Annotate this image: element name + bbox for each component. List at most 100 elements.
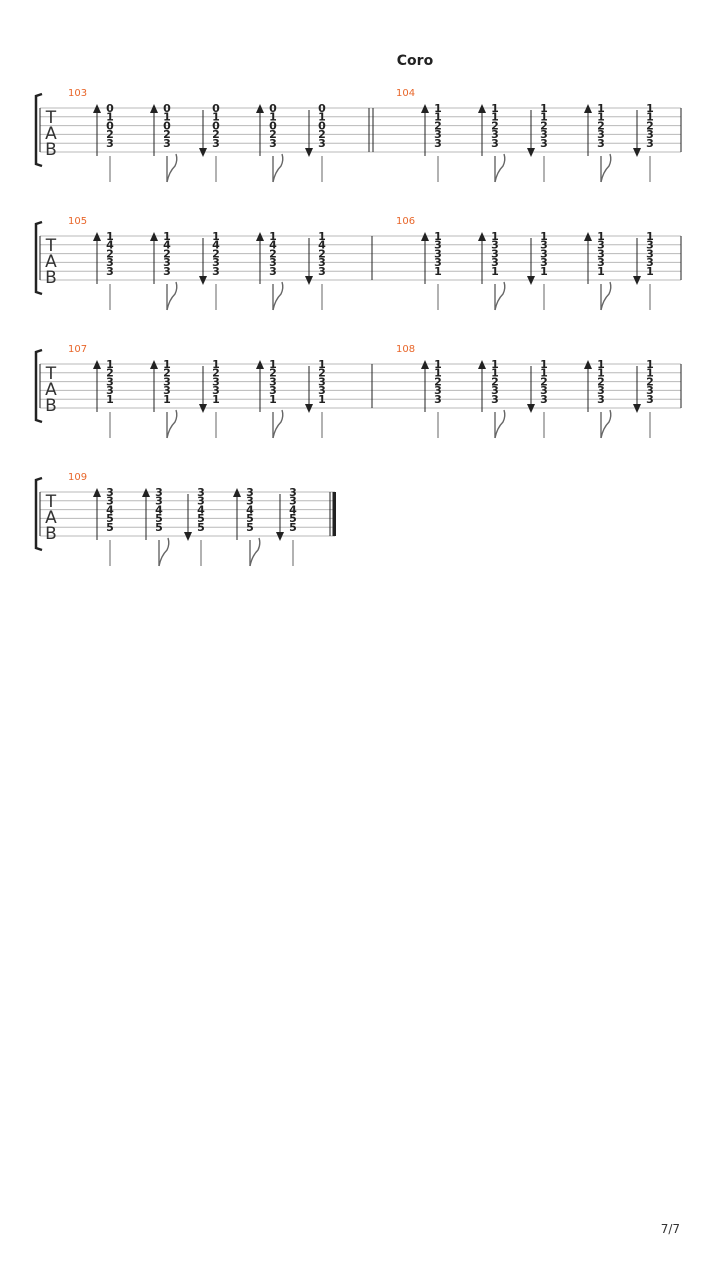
upstroke-arrow-icon [150, 232, 158, 241]
fret-number: 3 [289, 495, 297, 508]
measure-number: 106 [396, 216, 415, 227]
fret-number: 1 [646, 367, 654, 380]
tab-staff: TAB1051423314233142331423314233106133311… [34, 216, 682, 311]
fret-number: 3 [540, 247, 548, 260]
fret-number: 3 [318, 375, 326, 388]
fret-number: 2 [163, 128, 171, 141]
fret-number: 3 [540, 128, 548, 141]
downstroke-arrow-icon [199, 148, 207, 157]
fret-number: 2 [106, 367, 114, 380]
eighth-note-flag-icon [158, 537, 170, 567]
system-bracket [34, 476, 43, 552]
fret-number: 3 [318, 384, 326, 397]
fret-number: 4 [212, 239, 220, 252]
upstroke-arrow-icon [142, 488, 150, 497]
fret-number: 1 [491, 111, 499, 124]
measure-number: 109 [68, 472, 87, 483]
fret-number: 1 [106, 230, 114, 243]
fret-number: 5 [289, 521, 297, 534]
fret-number: 3 [434, 128, 442, 141]
fret-number: 1 [597, 102, 605, 115]
tab-clef-letter: T [45, 236, 57, 256]
fret-number: 2 [163, 367, 171, 380]
fret-number: 3 [163, 265, 171, 278]
upstroke-arrow-icon [150, 104, 158, 113]
fret-number: 3 [434, 247, 442, 260]
fret-number: 2 [491, 375, 499, 388]
fret-number: 3 [163, 137, 171, 150]
fret-number: 3 [212, 137, 220, 150]
fret-number: 3 [246, 495, 254, 508]
fret-number: 5 [246, 521, 254, 534]
upstroke-arrow-icon [93, 488, 101, 497]
fret-number: 3 [646, 247, 654, 260]
fret-number: 1 [491, 102, 499, 115]
fret-number: 1 [212, 393, 220, 406]
fret-number: 4 [163, 239, 171, 252]
fret-number: 1 [597, 367, 605, 380]
fret-number: 1 [106, 393, 114, 406]
tab-clef-letter: A [45, 380, 57, 400]
fret-number: 1 [269, 230, 277, 243]
downstroke-arrow-icon [305, 276, 313, 285]
upstroke-arrow-icon [478, 232, 486, 241]
fret-number: 1 [269, 358, 277, 371]
fret-number: 1 [434, 230, 442, 243]
fret-number: 0 [318, 102, 326, 115]
upstroke-arrow-icon [478, 104, 486, 113]
fret-number: 3 [212, 384, 220, 397]
fret-number: 3 [597, 393, 605, 406]
fret-number: 0 [106, 119, 114, 132]
fret-number: 1 [646, 358, 654, 371]
fret-number: 3 [434, 393, 442, 406]
section-title: Coro [396, 53, 434, 69]
fret-number: 1 [434, 367, 442, 380]
fret-number: 2 [212, 367, 220, 380]
eighth-note-flag-icon [166, 281, 178, 311]
downstroke-arrow-icon [199, 404, 207, 413]
fret-number: 3 [540, 384, 548, 397]
upstroke-arrow-icon [233, 488, 241, 497]
fret-number: 3 [106, 375, 114, 388]
fret-number: 4 [106, 239, 114, 252]
fret-number: 2 [212, 128, 220, 141]
fret-number: 2 [269, 247, 277, 260]
eighth-note-flag-icon [272, 153, 284, 183]
tab-staff: TAB1071233112331123311233112331108112331… [34, 344, 682, 439]
tab-clef-letter: A [45, 252, 57, 272]
eighth-note-flag-icon [494, 281, 506, 311]
upstroke-arrow-icon [421, 104, 429, 113]
fret-number: 0 [318, 119, 326, 132]
tab-clef-letter: A [45, 508, 57, 528]
fret-number: 0 [163, 102, 171, 115]
fret-number: 1 [540, 102, 548, 115]
upstroke-arrow-icon [421, 360, 429, 369]
downstroke-arrow-icon [633, 276, 641, 285]
fret-number: 1 [540, 358, 548, 371]
fret-number: 3 [155, 486, 163, 499]
fret-number: 3 [197, 486, 205, 499]
fret-number: 1 [318, 393, 326, 406]
eighth-note-flag-icon [494, 409, 506, 439]
downstroke-arrow-icon [527, 148, 535, 157]
fret-number: 3 [491, 247, 499, 260]
fret-number: 4 [197, 503, 205, 516]
tab-clef-letter: T [45, 108, 57, 128]
fret-number: 3 [540, 256, 548, 269]
fret-number: 3 [597, 128, 605, 141]
fret-number: 1 [491, 230, 499, 243]
downstroke-arrow-icon [276, 532, 284, 541]
upstroke-arrow-icon [584, 360, 592, 369]
fret-number: 2 [646, 375, 654, 388]
fret-number: 4 [318, 239, 326, 252]
fret-number: 3 [597, 239, 605, 252]
fret-number: 3 [212, 375, 220, 388]
fret-number: 2 [491, 119, 499, 132]
eighth-note-flag-icon [272, 409, 284, 439]
fret-number: 2 [106, 247, 114, 260]
fret-number: 1 [163, 393, 171, 406]
fret-number: 5 [106, 521, 114, 534]
fret-number: 3 [269, 375, 277, 388]
